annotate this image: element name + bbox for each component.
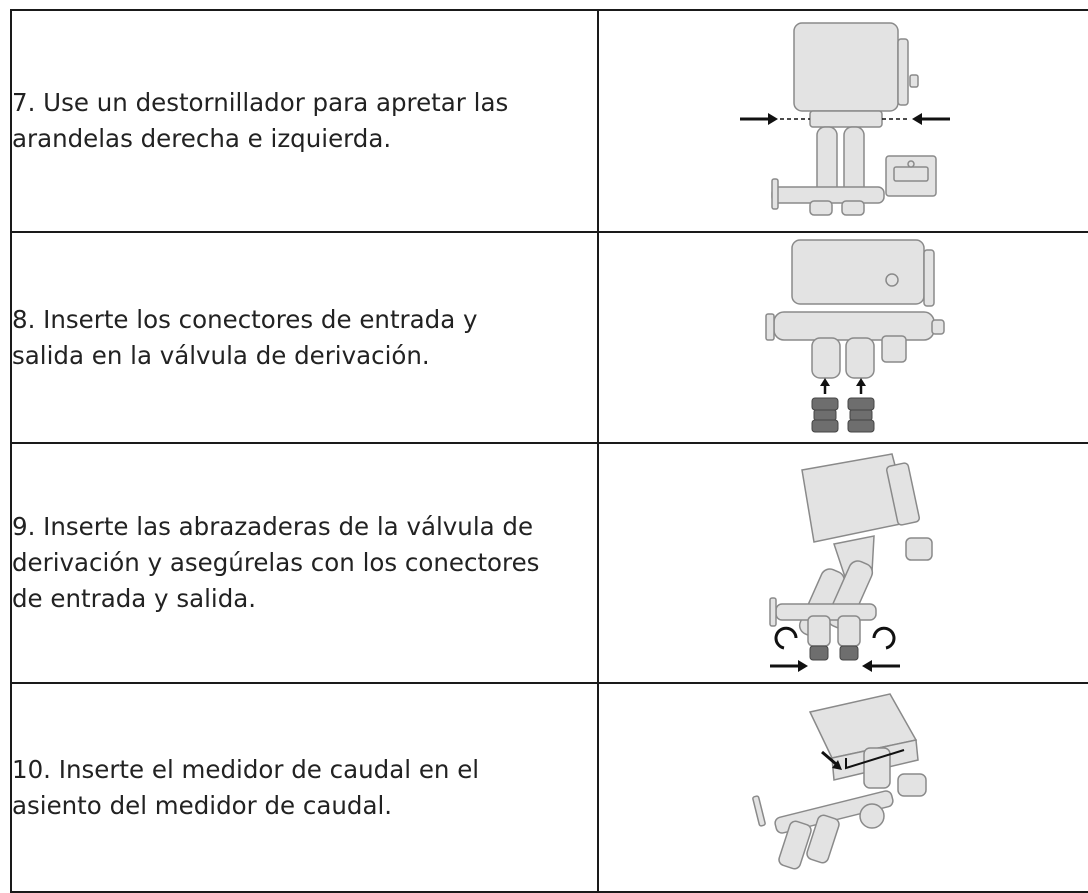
step-row-8: 8. Inserte los conectores de entrada y s…	[10, 231, 1088, 444]
tighten-washers-diagram-icon	[740, 22, 950, 216]
step-row-7: 7. Use un destornillador para apretar la…	[10, 9, 1088, 233]
step-row-9: 9. Inserte las abrazaderas de la válvula…	[10, 442, 1088, 684]
step-9-image-cell	[597, 442, 1088, 684]
insert-connectors-diagram-icon	[765, 238, 945, 432]
step-7-text: 7. Use un destornillador para apretar la…	[10, 9, 599, 233]
insert-flow-meter-diagram-icon	[752, 692, 927, 869]
step-9-text: 9. Inserte las abrazaderas de la válvula…	[10, 442, 599, 684]
attach-clamps-diagram-icon	[769, 453, 933, 672]
instruction-steps-table: 7. Use un destornillador para apretar la…	[10, 9, 1088, 893]
step-8-text: 8. Inserte los conectores de entrada y s…	[10, 231, 599, 444]
step-8-image-cell	[597, 231, 1088, 444]
step-row-10: 10. Inserte el medidor de caudal en el a…	[10, 682, 1088, 893]
step-7-image-cell	[597, 9, 1088, 233]
step-10-text: 10. Inserte el medidor de caudal en el a…	[10, 682, 599, 893]
step-10-image-cell	[597, 682, 1088, 893]
